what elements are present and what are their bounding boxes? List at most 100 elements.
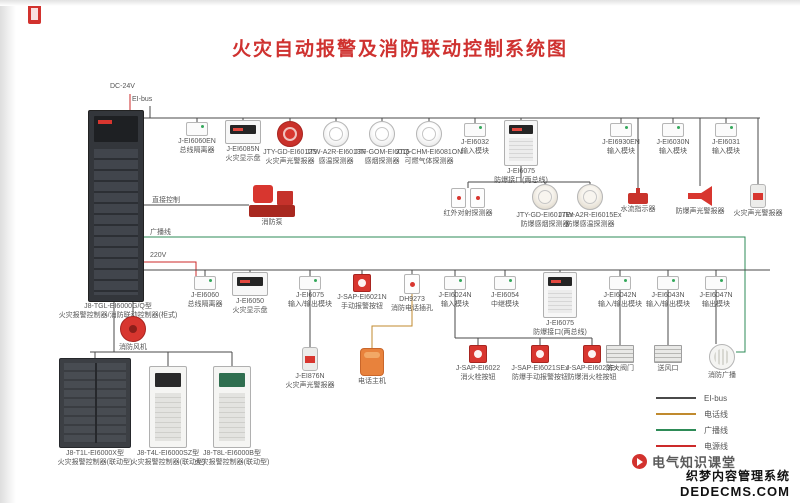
input-module-3-label-1: 输入模块 bbox=[659, 147, 687, 155]
sounder-right-icon bbox=[750, 184, 766, 208]
legend-label-3: 电源线 bbox=[704, 441, 728, 451]
fire-sounder-strobe-label-0: J-EI876N bbox=[295, 373, 325, 380]
relay-module-label-0: J-EI6054 bbox=[490, 292, 520, 299]
cabinet-display-icon bbox=[94, 116, 138, 142]
legend-swatch-0 bbox=[656, 397, 696, 399]
ex-heat-detector-label-1: 防爆感温探测器 bbox=[565, 220, 615, 228]
phone-host-icon bbox=[360, 348, 384, 376]
fire-fan-icon bbox=[120, 316, 146, 342]
fire-display-mid-icon bbox=[232, 272, 268, 296]
cabinet-wall-1-label-1: 火灾报警控制器(联动型) bbox=[130, 458, 206, 466]
hydrant-button-label-1: 消火栓按钮 bbox=[460, 373, 496, 381]
bus-isolator-top-label-1: 总线隔离器 bbox=[179, 146, 215, 154]
cabinet-label-line1: J8-TGL-EI6000G/Q型 bbox=[84, 303, 152, 310]
heat-detector-icon bbox=[323, 121, 349, 147]
smoke-detector-label-0: JTF-GOM-EI6016 bbox=[354, 149, 410, 156]
ex-interface-mid-label-0: J-EI6075 bbox=[545, 320, 575, 327]
input-module-1-label-1: 输入模块 bbox=[461, 147, 489, 155]
cabinet-wall-1-label-0: J8-T4L-EI6000SZ型 bbox=[136, 450, 200, 457]
io-module-damper-label-1: 输入/输出模块 bbox=[598, 300, 642, 308]
io-module-mid-icon bbox=[299, 276, 321, 290]
label-broadcast: 广播线 bbox=[150, 229, 171, 236]
gas-detector-label-1: 可燃气体探测器 bbox=[404, 157, 454, 165]
brand-text: 电气知识课堂 bbox=[652, 455, 737, 470]
io-module-damper-label-0: J-EI6042N bbox=[603, 292, 637, 299]
wire-top-drops bbox=[196, 118, 759, 188]
cabinet-linkage-dark-label-0: J8-T1L-EI6000X型 bbox=[66, 450, 124, 457]
input-module-3-label-0: J-EI6030N bbox=[656, 139, 690, 146]
legend-swatch-1 bbox=[656, 413, 696, 415]
fire-pump-icon bbox=[249, 183, 295, 217]
gas-detector-label-0: JTQ-CHM-EI6081ON bbox=[395, 149, 463, 156]
legend-item-2: 广播线 bbox=[656, 422, 786, 438]
input-module-4-label-0: J-EI6031 bbox=[711, 139, 741, 146]
fire-bell-icon bbox=[277, 121, 303, 147]
wire-ex-subbus bbox=[467, 166, 591, 188]
io-module-mid-label-0: J-EI6075 bbox=[295, 292, 325, 299]
wire-broadcast bbox=[142, 236, 746, 353]
fire-fan-label-0: 消防风机 bbox=[119, 344, 147, 351]
label-direct-control: 直接控制 bbox=[152, 197, 180, 204]
water-flow-indicator-label-0: 水流指示器 bbox=[620, 206, 656, 213]
fire-fan-label: 消防风机 bbox=[78, 344, 188, 353]
cabinet-wall-2-icon bbox=[213, 366, 251, 448]
phone-host-label: 电话主机 bbox=[317, 378, 427, 387]
cabinet-wall-1-label: J8-T4L-EI6000SZ型火灾报警控制器(联动型) bbox=[113, 450, 223, 468]
input-module-5-icon bbox=[444, 276, 466, 290]
cms-line2: DEDECMS.COM bbox=[680, 484, 790, 499]
input-module-2-label-0: J-EI6930EN bbox=[602, 139, 640, 146]
smoke-detector-label-1: 感烟探测器 bbox=[364, 157, 400, 165]
ex-smoke-detector-label-1: 防爆感烟探测器 bbox=[520, 220, 570, 228]
input-module-5-label-1: 输入模块 bbox=[441, 300, 469, 308]
legend-item-1: 电话线 bbox=[656, 406, 786, 422]
cabinet-linkage-dark-icon bbox=[59, 358, 131, 448]
pa-speaker-label-0: 消防广播 bbox=[708, 372, 736, 379]
relay-module-label-1: 中继模块 bbox=[491, 300, 519, 308]
pa-speaker-icon bbox=[709, 344, 735, 370]
ex-smoke-detector-label-0: JTY-GD-EI6017Ex bbox=[516, 212, 574, 219]
ex-interface-top-icon bbox=[504, 120, 538, 166]
ex-horn-label: 防爆声光警报器 bbox=[645, 208, 755, 217]
input-module-1-label-0: J-EI6032 bbox=[460, 139, 490, 146]
fire-display-top-icon bbox=[225, 120, 261, 144]
io-module-damper-icon bbox=[609, 276, 631, 290]
heat-detector-label-1: 感温探测器 bbox=[318, 157, 354, 165]
bus-isolator-top-icon bbox=[186, 122, 208, 136]
beam-detectors-icon bbox=[451, 188, 485, 208]
hydrant-button-icon bbox=[469, 345, 487, 363]
output-module-pa-icon bbox=[705, 276, 727, 290]
sounder-right-label-0: 火灾声光警报器 bbox=[733, 210, 783, 217]
hydrant-button-label-0: J-SAP-EI6022 bbox=[455, 365, 501, 372]
manual-call-point-label-1: 手动报警按钮 bbox=[341, 302, 383, 310]
relay-module-icon bbox=[494, 276, 516, 290]
bus-isolator-mid-label-0: J-EI6060 bbox=[190, 292, 220, 299]
io-module-vent-icon bbox=[657, 276, 679, 290]
phone-jack-label-1: 消防电话插孔 bbox=[391, 304, 433, 312]
phone-jack-icon bbox=[404, 274, 420, 294]
legend-label-1: 电话线 bbox=[704, 409, 728, 419]
wire-phone bbox=[371, 294, 413, 348]
cabinet-wall-1-icon bbox=[149, 366, 187, 448]
legend-item-3: 电源线 bbox=[656, 438, 786, 454]
cabinet-wall-2-label-1: 火灾报警控制器(联动型) bbox=[194, 458, 270, 466]
pa-speaker-label: 消防广播 bbox=[667, 372, 777, 381]
ex-manual-call-point-label-0: J-SAP-EI6021SEx bbox=[511, 365, 569, 372]
